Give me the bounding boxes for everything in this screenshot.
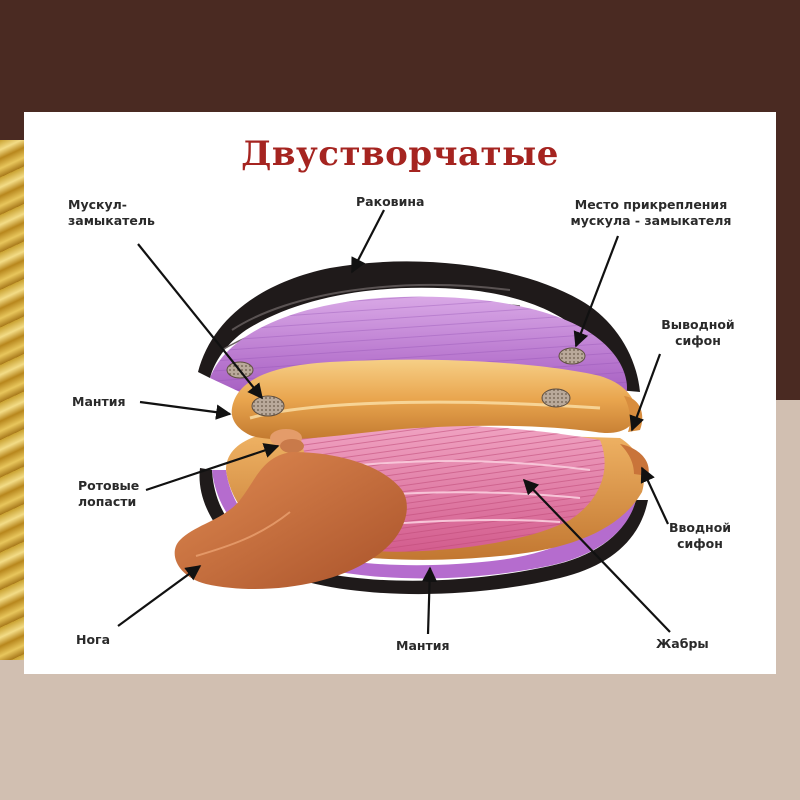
label-mantle-left: Мантия bbox=[72, 394, 126, 409]
label-mouth-lobes: Ротовые лопасти bbox=[78, 478, 139, 510]
leader-line-inlet-siphon bbox=[640, 466, 669, 525]
muscle-scar-texture bbox=[252, 396, 284, 416]
mouth-lobe bbox=[280, 439, 304, 453]
leader-line-mantle-bottom bbox=[421, 566, 438, 635]
leader-line-gills bbox=[522, 478, 671, 633]
diagram-title: Двустворчатые bbox=[241, 134, 559, 174]
label-shell: Раковина bbox=[356, 194, 425, 209]
upper-shell bbox=[198, 261, 640, 392]
label-inlet-siphon: Вводной сифон bbox=[650, 520, 750, 552]
label-line: Ротовые bbox=[78, 478, 140, 493]
leader-line-outlet-siphon bbox=[629, 353, 662, 432]
foot-highlight bbox=[195, 511, 291, 557]
leader-line-muscle-closer bbox=[137, 243, 263, 400]
label-line: Место прикрепления bbox=[574, 197, 728, 212]
label-line: сифон bbox=[675, 333, 721, 348]
central-body bbox=[231, 359, 637, 440]
muscle-scar-texture bbox=[542, 389, 570, 407]
label-gills: Жабры bbox=[656, 636, 709, 651]
label-outlet-siphon: Выводной сифон bbox=[648, 317, 748, 349]
label-line: замыкатель bbox=[68, 213, 155, 228]
label-mantle-bottom: Мантия bbox=[396, 638, 450, 653]
label-muscle-attachment: Место прикрепления мускула - замыкателя bbox=[556, 197, 746, 229]
leader-line-foot bbox=[117, 565, 202, 627]
label-line: лопасти bbox=[78, 494, 137, 509]
shell-growth-line bbox=[231, 284, 511, 331]
gold-foil-strip bbox=[0, 140, 24, 660]
label-foot: Нога bbox=[76, 632, 111, 647]
muscle-scar-texture bbox=[559, 348, 585, 364]
leader-line-mouth-lobes bbox=[145, 443, 280, 492]
foot bbox=[174, 452, 407, 590]
leader-line-mantle-left bbox=[139, 400, 232, 420]
label-line: Выводной bbox=[661, 317, 735, 332]
label-line: сифон bbox=[677, 536, 723, 551]
leader-line-muscle-attach bbox=[573, 235, 620, 348]
label-line: Мускул- bbox=[68, 197, 127, 212]
leader-line-shell bbox=[351, 209, 385, 274]
label-line: Вводной bbox=[668, 520, 732, 535]
label-line: мускула - замыкателя bbox=[570, 213, 732, 228]
label-muscle-closer: Мускул- замыкатель bbox=[68, 197, 155, 229]
